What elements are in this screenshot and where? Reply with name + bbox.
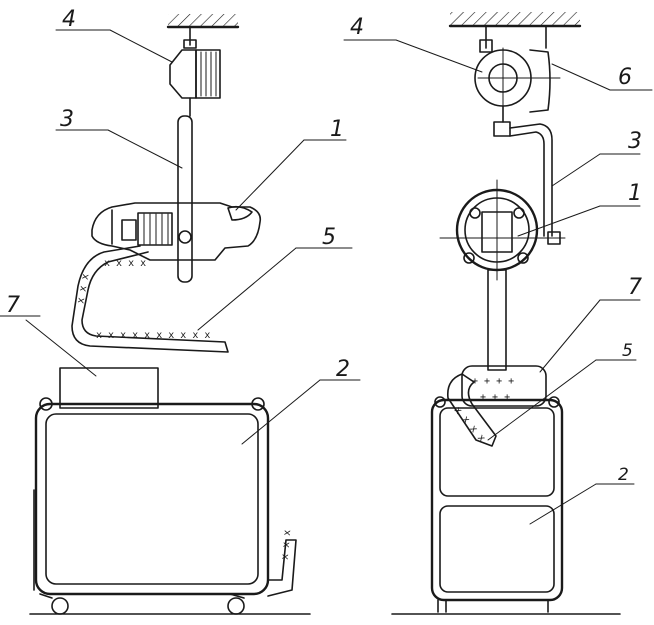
left-cabinet — [33, 367, 270, 615]
left-leaders — [0, 29, 361, 445]
svg-text:+ + +: + + + — [480, 392, 510, 403]
right-label-6: 6 — [618, 65, 632, 90]
left-label-7: 7 — [6, 293, 20, 318]
svg-text:x x x x: x x x x — [452, 405, 488, 444]
right-hoist — [474, 25, 561, 137]
right-view: + + + + + + + x x x x — [343, 12, 653, 615]
left-label-5: 5 — [322, 225, 336, 250]
right-label-5: 5 — [622, 341, 633, 361]
left-label-4: 4 — [62, 7, 76, 32]
right-welding-gun — [439, 179, 566, 281]
right-label-4: 4 — [350, 15, 364, 40]
left-cabinet-hose: x x x — [267, 529, 297, 597]
svg-text:x x x: x x x — [75, 273, 91, 305]
left-cable-hose: x x x x x x x x x x x x x x x x x — [71, 245, 229, 353]
right-cabinet — [430, 396, 564, 613]
left-welding-gun — [91, 202, 262, 261]
right-label-1: 1 — [628, 181, 642, 206]
right-ceiling — [448, 12, 582, 28]
left-support-rod — [177, 115, 193, 283]
svg-text:x x x x: x x x x — [104, 258, 146, 269]
svg-text:x x x: x x x — [280, 529, 294, 560]
left-label-1: 1 — [330, 117, 344, 142]
left-label-2: 2 — [336, 357, 350, 382]
svg-text:+ + + +: + + + + — [472, 376, 514, 387]
right-arm — [509, 123, 553, 237]
right-post — [487, 269, 507, 371]
right-leaders — [343, 39, 653, 525]
left-view: x x x x x x x x x x x x x x x x x x x x — [0, 7, 361, 615]
left-label-3: 3 — [60, 107, 74, 132]
right-label-2: 2 — [618, 465, 629, 485]
svg-text:x x x x x x x x x x: x x x x x x x x x x — [96, 330, 210, 341]
right-label-3: 3 — [628, 129, 642, 154]
right-label-7: 7 — [628, 275, 642, 300]
left-ceiling — [166, 14, 240, 29]
left-hoist — [169, 26, 221, 117]
